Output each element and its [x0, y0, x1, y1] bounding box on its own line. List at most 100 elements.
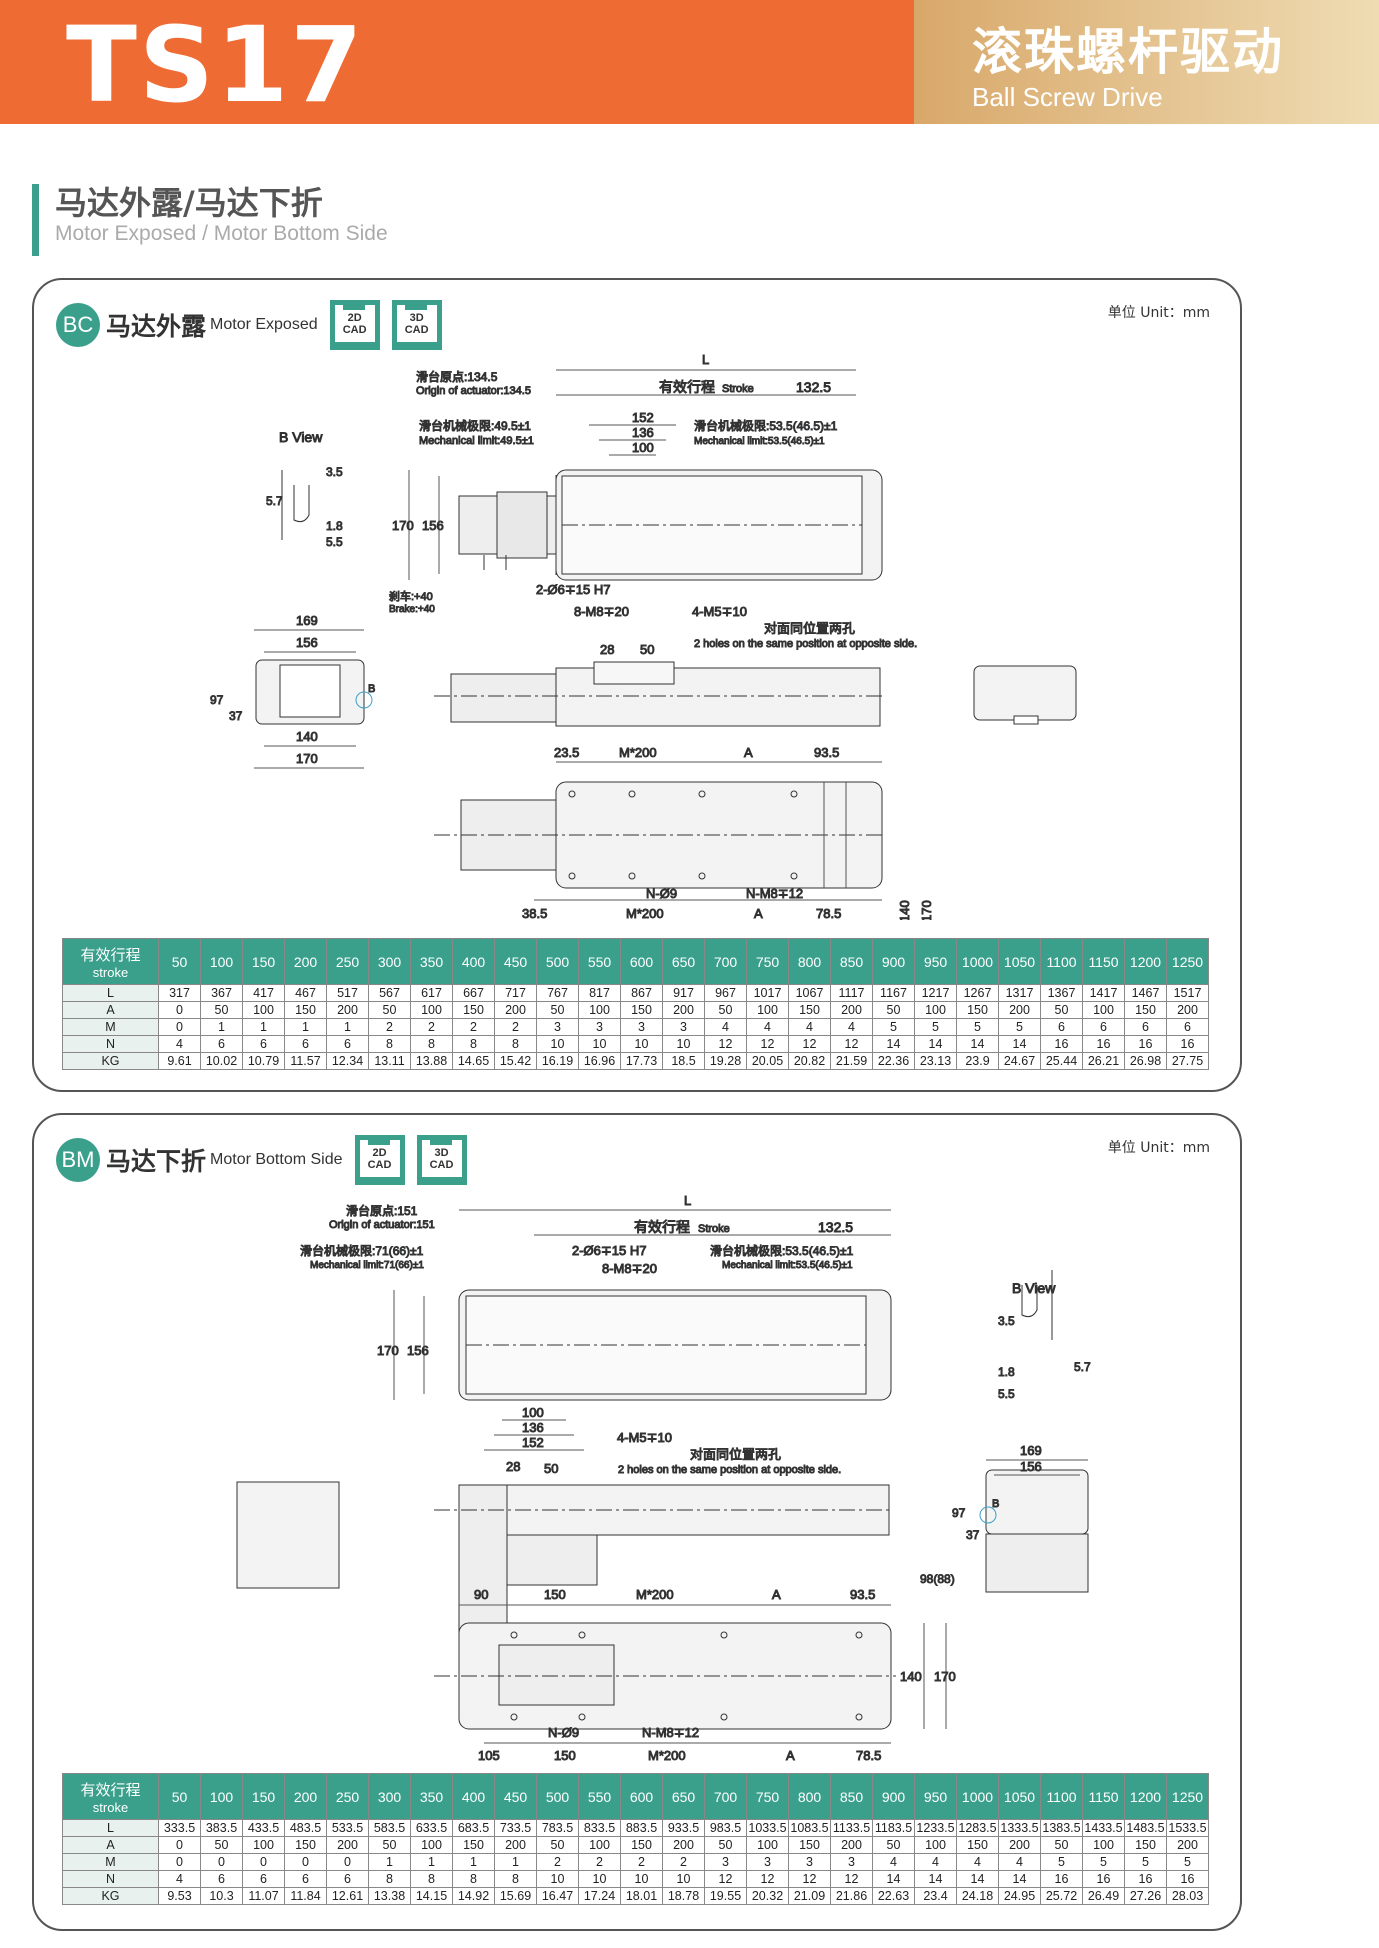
b-view-label: B View: [1012, 1280, 1056, 1296]
mech-limit-left-en-a: Mechanical limit:71(: [310, 1260, 399, 1271]
mech-limit-right-cn-b: 46.5: [813, 1244, 837, 1258]
table-cell: 17.24: [578, 1887, 621, 1905]
table-cell: 5: [1082, 1853, 1125, 1871]
table-cell: 50: [1040, 1001, 1083, 1019]
table-cell: 683.5: [452, 1819, 495, 1837]
table-cell: 8: [494, 1035, 537, 1053]
table-cell: 6: [326, 1870, 369, 1888]
dim-50: 50: [640, 642, 654, 657]
table-cell: 1317: [998, 984, 1041, 1002]
row-label: N: [62, 1870, 159, 1888]
table-cell: 14: [872, 1870, 915, 1888]
cad-label: CAD: [342, 323, 367, 336]
dim-170b: 170: [296, 751, 318, 766]
dim-28: 28: [506, 1459, 520, 1474]
table-cell: 14.15: [410, 1887, 453, 1905]
table-cell: 16: [1040, 1035, 1083, 1053]
cad-label: CAD: [404, 323, 429, 336]
dim-156: 156: [422, 518, 444, 533]
table-cell: 3: [536, 1018, 579, 1036]
table-cell: 200: [998, 1836, 1041, 1854]
stroke-cn: 有效行程: [634, 1219, 690, 1235]
table-cell: 15.69: [494, 1887, 537, 1905]
table-cell: 367: [200, 984, 243, 1002]
table-cell: 4: [704, 1018, 747, 1036]
table-cell: 100: [746, 1836, 789, 1854]
header-title-en: Ball Screw Drive: [972, 82, 1163, 112]
mech-limit-left-en: Mechanical limit:49.5±1: [419, 435, 534, 447]
holes-label: 2-Ø6∓15 H7: [536, 582, 610, 597]
table-cell: 6: [1124, 1018, 1167, 1036]
table-cell: 3: [788, 1853, 831, 1871]
table-cell: 21.59: [830, 1052, 873, 1070]
dim-140v: 140: [897, 900, 912, 920]
table-cell: 617: [410, 984, 453, 1002]
table-cell: 583.5: [368, 1819, 411, 1837]
table-cell: 8: [368, 1870, 411, 1888]
mech-limit-right-en-a: Mechanical limit:53.5(: [722, 1260, 819, 1271]
dim-38-5: 38.5: [522, 906, 547, 920]
table-cell: 983.5: [704, 1819, 747, 1837]
dim-150b: 150: [554, 1748, 576, 1763]
table-cell: 10: [620, 1035, 663, 1053]
bottom-view-actuator: [434, 1622, 896, 1730]
table-cell: 633.5: [410, 1819, 453, 1837]
table-cell: 4: [830, 1018, 873, 1036]
stroke-label-en: stroke: [92, 1799, 129, 1815]
stroke-header-cell: 900: [872, 1773, 915, 1820]
table-cell: 16.47: [536, 1887, 579, 1905]
table-cell: 200: [662, 1836, 705, 1854]
table-cell: 14: [956, 1035, 999, 1053]
table-cell: 10.02: [200, 1052, 243, 1070]
mech-limit-right-cn: 滑台机械极限:53.5(46.5)±1: [710, 1243, 854, 1258]
table-cell: 50: [704, 1001, 747, 1019]
table-cell: 6: [284, 1870, 327, 1888]
table-cell: 150: [956, 1001, 999, 1019]
table-cell: 12: [788, 1035, 831, 1053]
stroke-header-cell: 1050: [998, 938, 1041, 985]
page-header: TS17 滚珠螺杆驱动 Ball Screw Drive: [0, 0, 1379, 126]
table-cell: 6: [284, 1035, 327, 1053]
dim-170: 170: [377, 1343, 399, 1358]
panel-badge: BM: [56, 1138, 100, 1182]
table-cell: 100: [578, 1001, 621, 1019]
table-cell: 200: [326, 1836, 369, 1854]
table-cell: 28.03: [1166, 1887, 1209, 1905]
dim-97: 97: [210, 693, 224, 707]
table-cell: 100: [578, 1836, 621, 1854]
table-cell: 5: [872, 1018, 915, 1036]
stroke-header-cell: 850: [830, 938, 873, 985]
table-cell: 3: [578, 1018, 621, 1036]
table-cell: 100: [1082, 1001, 1125, 1019]
dim-L: L: [684, 1193, 691, 1208]
header-orange-band: [0, 0, 914, 124]
dim-L: L: [702, 352, 709, 367]
dim-37: 37: [966, 1528, 980, 1542]
table-cell: 27.26: [1124, 1887, 1167, 1905]
mech-limit-left-cn-b: 66: [393, 1244, 407, 1258]
brake-cn: 刹车:+40: [389, 589, 433, 603]
stroke-header-cell: 1200: [1124, 1773, 1167, 1820]
table-cell: 4: [872, 1853, 915, 1871]
table-cell: 533.5: [326, 1819, 369, 1837]
table-cell: 8: [494, 1870, 537, 1888]
table-cell: 150: [788, 1836, 831, 1854]
table-cell: 10: [662, 1870, 705, 1888]
dim-105: 105: [478, 1748, 500, 1763]
stroke-en: Stroke: [722, 383, 754, 395]
end-view-left: [255, 659, 373, 725]
table-cell: 12: [704, 1870, 747, 1888]
table-cell: 4: [914, 1853, 957, 1871]
